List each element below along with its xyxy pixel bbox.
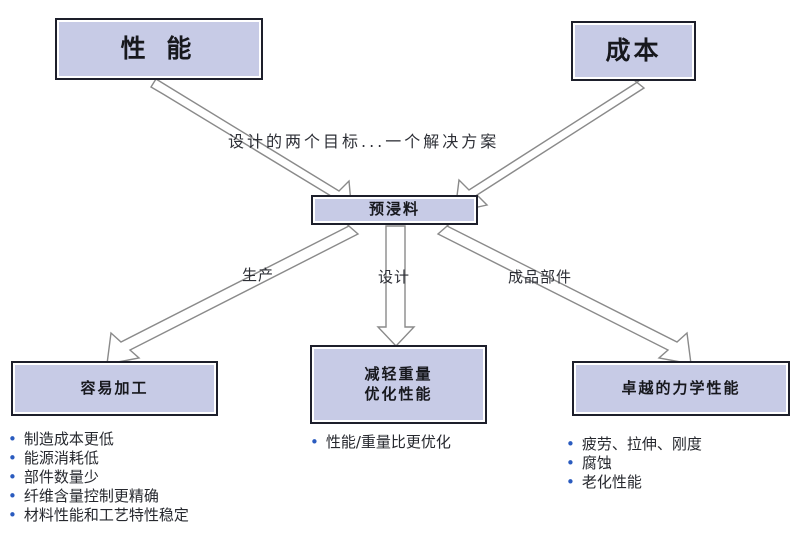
- list-item: • 腐蚀: [566, 454, 702, 473]
- list-item-label: 老化性能: [581, 473, 642, 491]
- bullet-list-easy-processing: • 制造成本更低 • 能源消耗低 • 部件数量少 • 纤维含量控制更精确 • 材…: [8, 430, 189, 525]
- bullet-dot-icon: •: [310, 433, 319, 451]
- bullet-dot-icon: •: [8, 487, 17, 505]
- bullet-dot-icon: •: [8, 449, 17, 467]
- list-item: • 纤维含量控制更精确: [8, 487, 189, 506]
- bullet-list-weight-performance: • 性能/重量比更优化: [310, 433, 451, 452]
- bullet-dot-icon: •: [8, 430, 17, 448]
- node-weight-performance[interactable]: 减轻重量 优化性能: [310, 345, 487, 424]
- bullet-dot-icon: •: [8, 506, 17, 524]
- list-item: • 老化性能: [566, 473, 702, 492]
- node-easy-processing-label: 容易加工: [80, 378, 149, 397]
- node-weight-performance-label-line1: 减轻重量: [364, 365, 433, 384]
- list-item: • 制造成本更低: [8, 430, 189, 449]
- list-item: • 材料性能和工艺特性稳定: [8, 506, 189, 525]
- arrow-prepreg-to-mechanical: [436, 218, 692, 365]
- node-mechanical-label: 卓越的力学性能: [621, 378, 741, 397]
- bullet-dot-icon: •: [8, 468, 17, 486]
- list-item-label: 性能/重量比更优化: [325, 433, 451, 451]
- bullet-dot-icon: •: [566, 435, 575, 453]
- node-prepreg[interactable]: 预浸料: [311, 195, 478, 225]
- list-item-label: 能源消耗低: [23, 449, 99, 467]
- list-item: • 性能/重量比更优化: [310, 433, 451, 452]
- arrow-prepreg-to-easy-processing: [106, 218, 360, 365]
- node-cost[interactable]: 成本: [571, 21, 696, 81]
- list-item-label: 制造成本更低: [23, 430, 114, 448]
- node-cost-label: 成本: [605, 36, 662, 65]
- node-easy-processing[interactable]: 容易加工: [11, 361, 218, 416]
- arrow-prepreg-to-weight-performance: [376, 225, 416, 348]
- edge-label-two-goals-one-solution: 设计的两个目标...一个解决方案: [228, 132, 500, 151]
- list-item: • 部件数量少: [8, 468, 189, 487]
- bullet-list-mechanical: • 疲劳、拉伸、刚度 • 腐蚀 • 老化性能: [566, 435, 702, 492]
- edge-label-design: 设计: [378, 268, 411, 286]
- list-item-label: 材料性能和工艺特性稳定: [23, 506, 189, 524]
- list-item: • 疲劳、拉伸、刚度: [566, 435, 702, 454]
- list-item-label: 腐蚀: [581, 454, 612, 472]
- bullet-dot-icon: •: [566, 454, 575, 472]
- list-item: • 能源消耗低: [8, 449, 189, 468]
- node-weight-performance-label-line2: 优化性能: [364, 384, 433, 403]
- node-mechanical[interactable]: 卓越的力学性能: [572, 361, 790, 416]
- edge-label-production: 生产: [242, 266, 275, 284]
- list-item-label: 部件数量少: [23, 468, 99, 486]
- node-performance-label: 性 能: [120, 34, 198, 63]
- node-prepreg-label: 预浸料: [368, 200, 420, 219]
- list-item-label: 疲劳、拉伸、刚度: [581, 435, 702, 453]
- bullet-dot-icon: •: [566, 473, 575, 491]
- list-item-label: 纤维含量控制更精确: [23, 487, 159, 505]
- edge-label-finished-part: 成品部件: [508, 268, 573, 286]
- node-performance[interactable]: 性 能: [55, 18, 263, 80]
